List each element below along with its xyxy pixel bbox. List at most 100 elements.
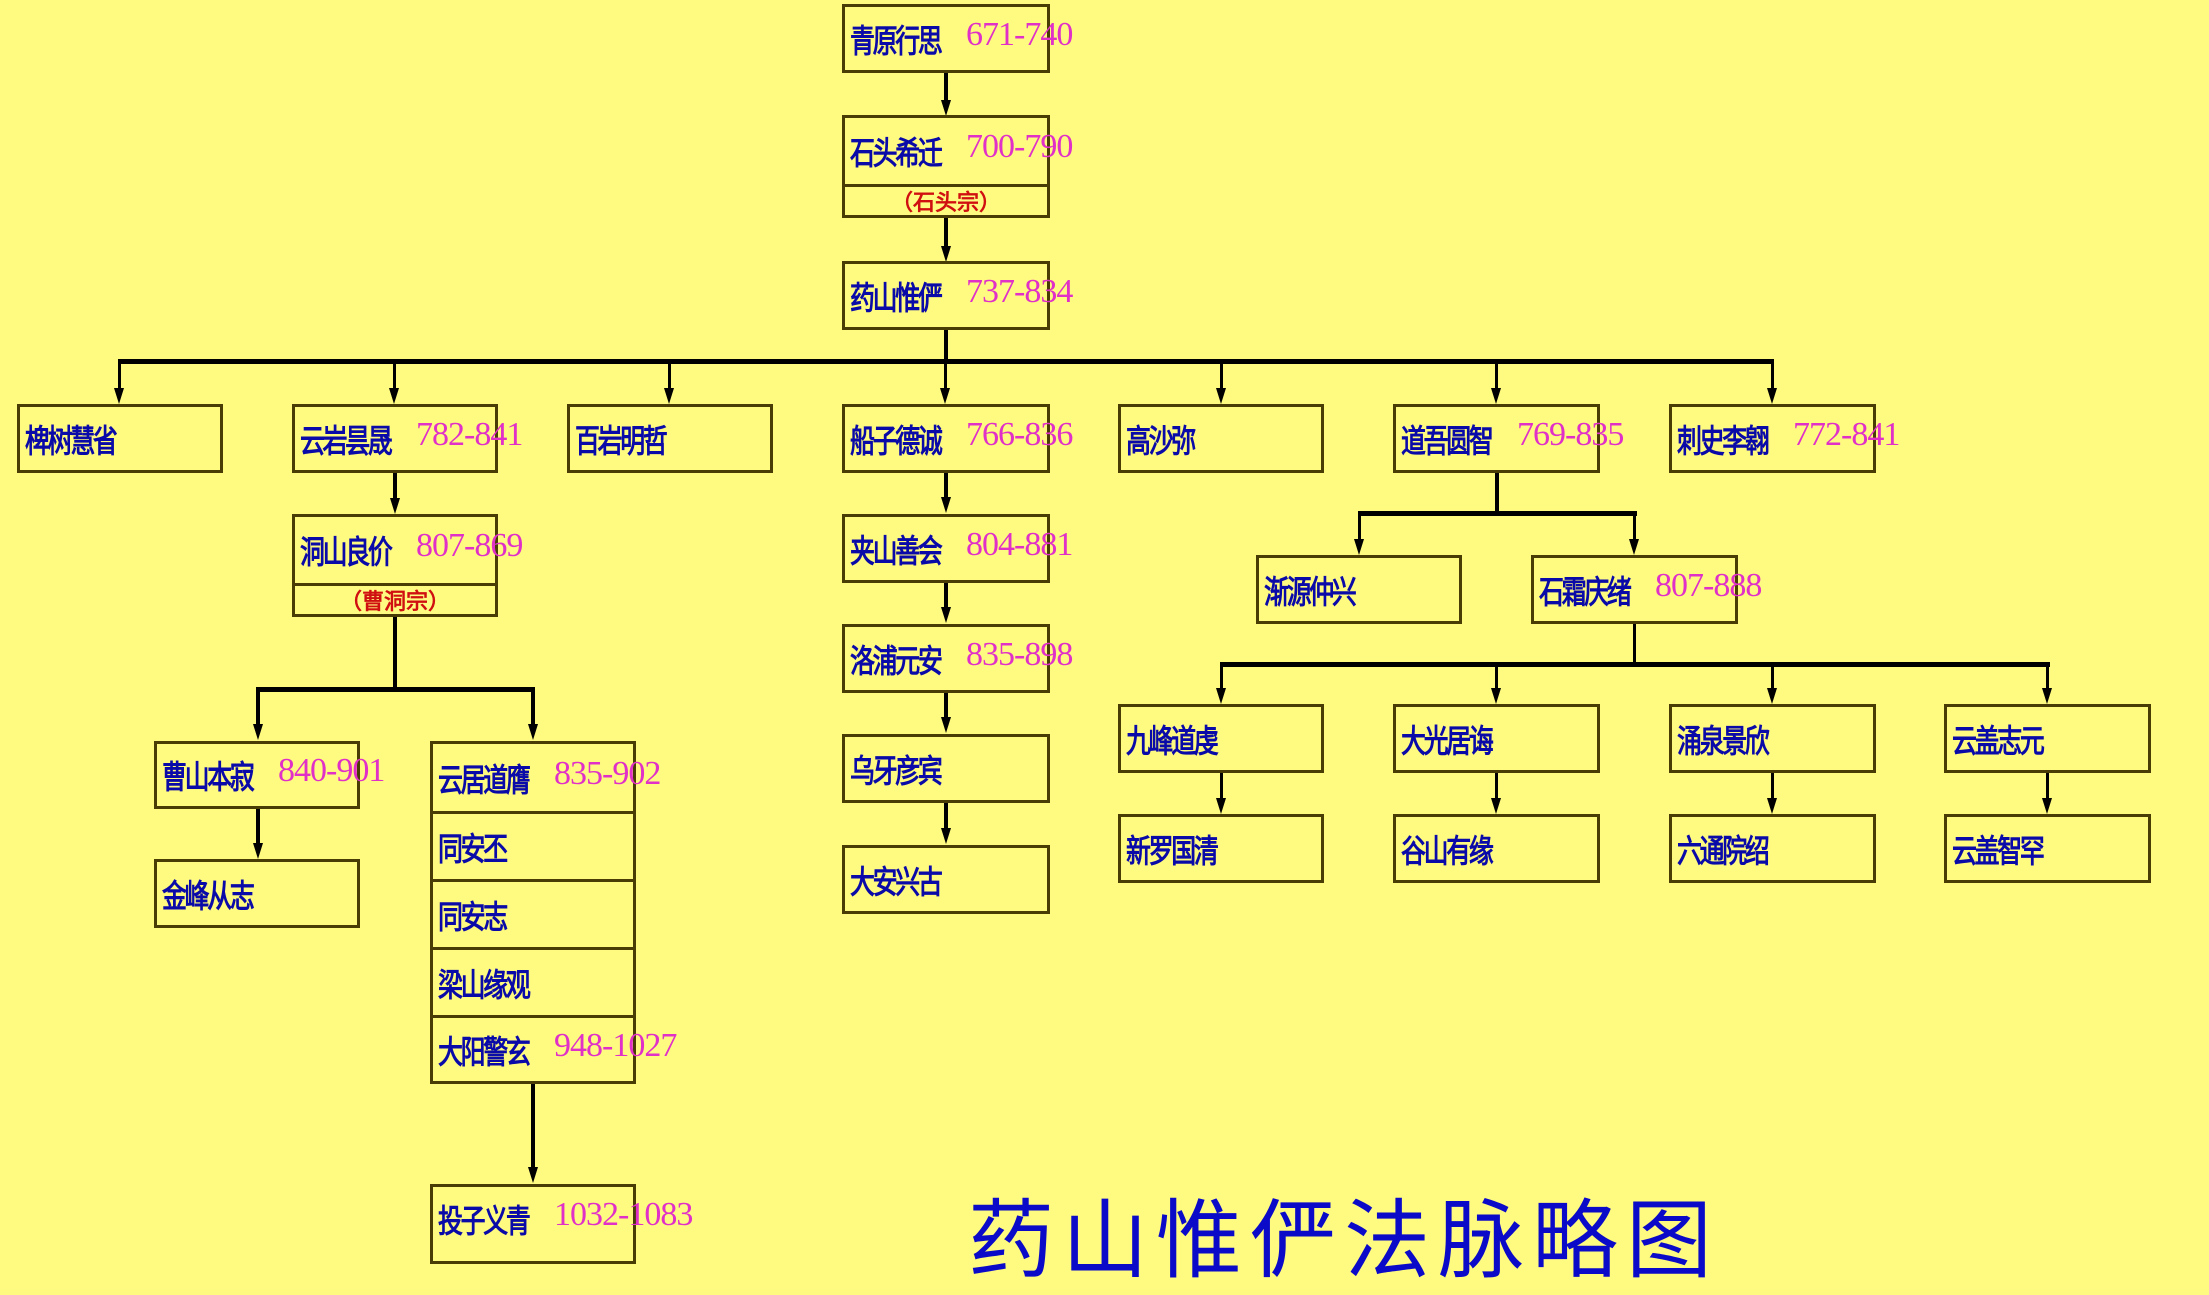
node-dates: 1032-1083 bbox=[554, 1196, 693, 1233]
arrow-icon bbox=[664, 388, 674, 404]
connector bbox=[393, 362, 396, 390]
node-name: 青原行思 bbox=[850, 21, 943, 60]
node-name: 曹山本寂 bbox=[162, 758, 255, 796]
node-jinfeng: 金峰从志 bbox=[154, 859, 360, 928]
node-dates: 772-841 bbox=[1793, 415, 1900, 453]
connector bbox=[944, 73, 948, 103]
arrow-icon bbox=[253, 724, 263, 740]
arrow-icon bbox=[1491, 388, 1501, 404]
connector bbox=[944, 693, 948, 719]
node-dates: 835-902 bbox=[554, 754, 661, 792]
arrow-icon bbox=[253, 843, 263, 859]
node-shishuang-grandchild: 谷山有缘 bbox=[1393, 814, 1600, 883]
node-name: 刺史李翱 bbox=[1677, 421, 1770, 460]
node-dates: 737-834 bbox=[966, 272, 1073, 310]
node-name: 金峰从志 bbox=[162, 876, 255, 915]
connector bbox=[256, 809, 260, 845]
arrow-icon bbox=[940, 388, 950, 404]
arrow-icon bbox=[1629, 539, 1639, 555]
node-yaoshan: 药山惟俨 737-834 bbox=[842, 261, 1073, 330]
connector bbox=[118, 362, 121, 390]
connector bbox=[944, 362, 947, 390]
node-name: 云岩昙晟 bbox=[300, 421, 393, 460]
connector bbox=[2046, 773, 2049, 799]
node-name: 大阳警玄 bbox=[438, 1032, 531, 1071]
node-touzi: 投子义青 1032-1083 bbox=[430, 1184, 693, 1264]
node-yunju-stack: 云居道膺 835-902 同安丕 同安志 梁山缘观 大阳警玄 948-1027 bbox=[430, 741, 677, 1084]
node-name: 乌牙彦宾 bbox=[850, 751, 943, 790]
node-dates: 840-901 bbox=[278, 752, 385, 789]
arrow-icon bbox=[941, 607, 951, 623]
node-name: 同安丕 bbox=[438, 829, 508, 868]
node-dates: 700-790 bbox=[966, 128, 1073, 165]
node-chuanzi-descendant: 大安兴古 bbox=[842, 845, 1050, 914]
node-name: 大光居诲 bbox=[1401, 721, 1494, 760]
node-dates: 807-869 bbox=[416, 527, 523, 564]
connector bbox=[944, 218, 948, 248]
node-shitou: 石头希迁 700-790 （石头宗） bbox=[842, 115, 1073, 218]
diagram-title: 药山惟俨法脉略图 bbox=[968, 1191, 1720, 1291]
node-name: 涌泉景欣 bbox=[1677, 721, 1770, 760]
node-name: 高沙弥 bbox=[1126, 421, 1196, 460]
connector bbox=[1220, 773, 1223, 799]
connector bbox=[1771, 665, 1774, 689]
node-name: 九峰道虔 bbox=[1126, 721, 1219, 760]
node-shishuang-child: 九峰道虔 bbox=[1118, 704, 1324, 773]
daowu-bar bbox=[1358, 511, 1637, 516]
node-disciple: 高沙弥 bbox=[1118, 404, 1324, 473]
node-name: 云盖智罕 bbox=[1952, 831, 2045, 870]
connector bbox=[1495, 665, 1498, 689]
connector bbox=[256, 690, 260, 726]
node-shishuang-child: 涌泉景欣 bbox=[1669, 704, 1876, 773]
node-name: 石头希迁 bbox=[850, 134, 943, 172]
node-dates: 769-835 bbox=[1517, 415, 1624, 453]
node-name: 云居道膺 bbox=[438, 760, 531, 799]
connector bbox=[1495, 473, 1499, 513]
node-name: 船子德诚 bbox=[850, 421, 943, 460]
connector bbox=[531, 1083, 535, 1169]
connector bbox=[1220, 362, 1223, 390]
connector bbox=[1220, 665, 1223, 689]
arrow-icon bbox=[528, 1167, 538, 1183]
node-caoshan: 曹山本寂 840-901 bbox=[154, 741, 385, 809]
connector bbox=[1633, 514, 1636, 540]
stack-row: 云居道膺 835-902 bbox=[433, 744, 661, 811]
node-chuanzi-descendant: 夹山善会 804-881 bbox=[842, 514, 1073, 583]
node-name: 药山惟俨 bbox=[850, 278, 943, 317]
node-name: 梁山缘观 bbox=[438, 965, 531, 1004]
sect-label: （石头宗） bbox=[845, 184, 1047, 216]
node-name: 道吾圆智 bbox=[1401, 421, 1494, 460]
connector bbox=[1495, 773, 1498, 799]
node-name: 椑树慧省 bbox=[25, 421, 118, 460]
arrow-icon bbox=[941, 246, 951, 262]
node-dates: 671-740 bbox=[966, 15, 1073, 53]
disciples-bar bbox=[118, 359, 1774, 364]
arrow-icon bbox=[1767, 798, 1777, 814]
connector bbox=[944, 473, 948, 499]
connector bbox=[1358, 514, 1361, 540]
arrow-icon bbox=[528, 724, 538, 740]
connector bbox=[944, 328, 948, 362]
connector bbox=[1771, 362, 1774, 390]
arrow-icon bbox=[1491, 688, 1501, 704]
connector bbox=[2046, 665, 2049, 689]
node-disciple: 刺史李翱 772-841 bbox=[1669, 404, 1900, 473]
node-name: 谷山有缘 bbox=[1401, 831, 1494, 870]
arrow-icon bbox=[1491, 798, 1501, 814]
connector bbox=[1771, 773, 1774, 799]
node-dates: 804-881 bbox=[966, 525, 1073, 563]
node-name: 同安志 bbox=[438, 897, 508, 936]
node-name: 夹山善会 bbox=[850, 531, 943, 570]
node-name: 六通院绍 bbox=[1677, 831, 1770, 870]
arrow-icon bbox=[1767, 688, 1777, 704]
node-shishuang-grandchild: 六通院绍 bbox=[1669, 814, 1876, 883]
arrow-icon bbox=[941, 100, 951, 116]
node-dates: 948-1027 bbox=[554, 1026, 677, 1064]
node-name: 投子义青 bbox=[438, 1202, 531, 1240]
connector bbox=[668, 362, 671, 390]
node-dates: 835-898 bbox=[966, 635, 1073, 673]
